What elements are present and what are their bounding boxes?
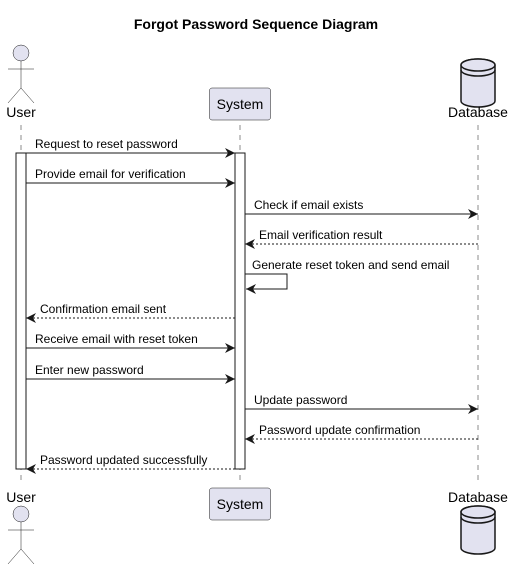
message-3: Check if email exists — [245, 198, 478, 219]
activation-bar-user — [15, 152, 27, 470]
message-10: Password update confirmation — [245, 423, 478, 444]
message-label: Email verification result — [259, 228, 383, 242]
message-label: Enter new password — [35, 363, 144, 377]
activation-bar-system — [234, 152, 246, 470]
message-label: Confirmation email sent — [40, 302, 167, 316]
participant-box — [209, 487, 271, 521]
participant-user-bottom: User — [6, 489, 36, 565]
participant-database-bottom: Database — [448, 489, 508, 555]
participant-system-bottom: System — [209, 487, 271, 521]
message-label: Request to reset password — [35, 137, 178, 151]
message-8: Enter new password — [26, 363, 235, 384]
database-icon — [460, 505, 496, 555]
participant-system-top: System — [209, 87, 271, 121]
message-label: Generate reset token and send email — [252, 258, 449, 272]
participant-label: User — [6, 489, 36, 505]
message-4: Email verification result — [245, 228, 478, 249]
message-arrow — [245, 273, 288, 294]
participant-label: System — [217, 496, 264, 512]
message-11: Password updated successfully — [26, 453, 235, 474]
participant-label: Database — [448, 489, 508, 505]
message-label: Password updated successfully — [40, 453, 207, 467]
database-icon — [460, 58, 496, 108]
participant-user-top: User — [6, 44, 36, 120]
message-label: Password update confirmation — [259, 423, 420, 437]
message-6: Confirmation email sent — [26, 302, 235, 323]
actor-icon — [7, 505, 35, 565]
message-label: Provide email for verification — [35, 167, 186, 181]
participant-box — [209, 87, 271, 121]
message-label: Update password — [254, 393, 347, 407]
participant-label: Database — [448, 104, 508, 120]
diagram-title: Forgot Password Sequence Diagram — [134, 16, 378, 32]
message-2: Provide email for verification — [26, 167, 235, 188]
message-9: Update password — [245, 393, 478, 414]
message-label: Receive email with reset token — [35, 332, 198, 346]
activation-bars — [15, 152, 246, 470]
participant-label: System — [217, 96, 264, 112]
actor-icon — [7, 44, 35, 104]
message-1: Request to reset password — [26, 137, 235, 158]
participant-database-top: Database — [448, 58, 508, 120]
message-label: Check if email exists — [254, 198, 363, 212]
participant-label: User — [6, 104, 36, 120]
message-5: Generate reset token and send email — [245, 258, 449, 294]
message-7: Receive email with reset token — [26, 332, 235, 353]
